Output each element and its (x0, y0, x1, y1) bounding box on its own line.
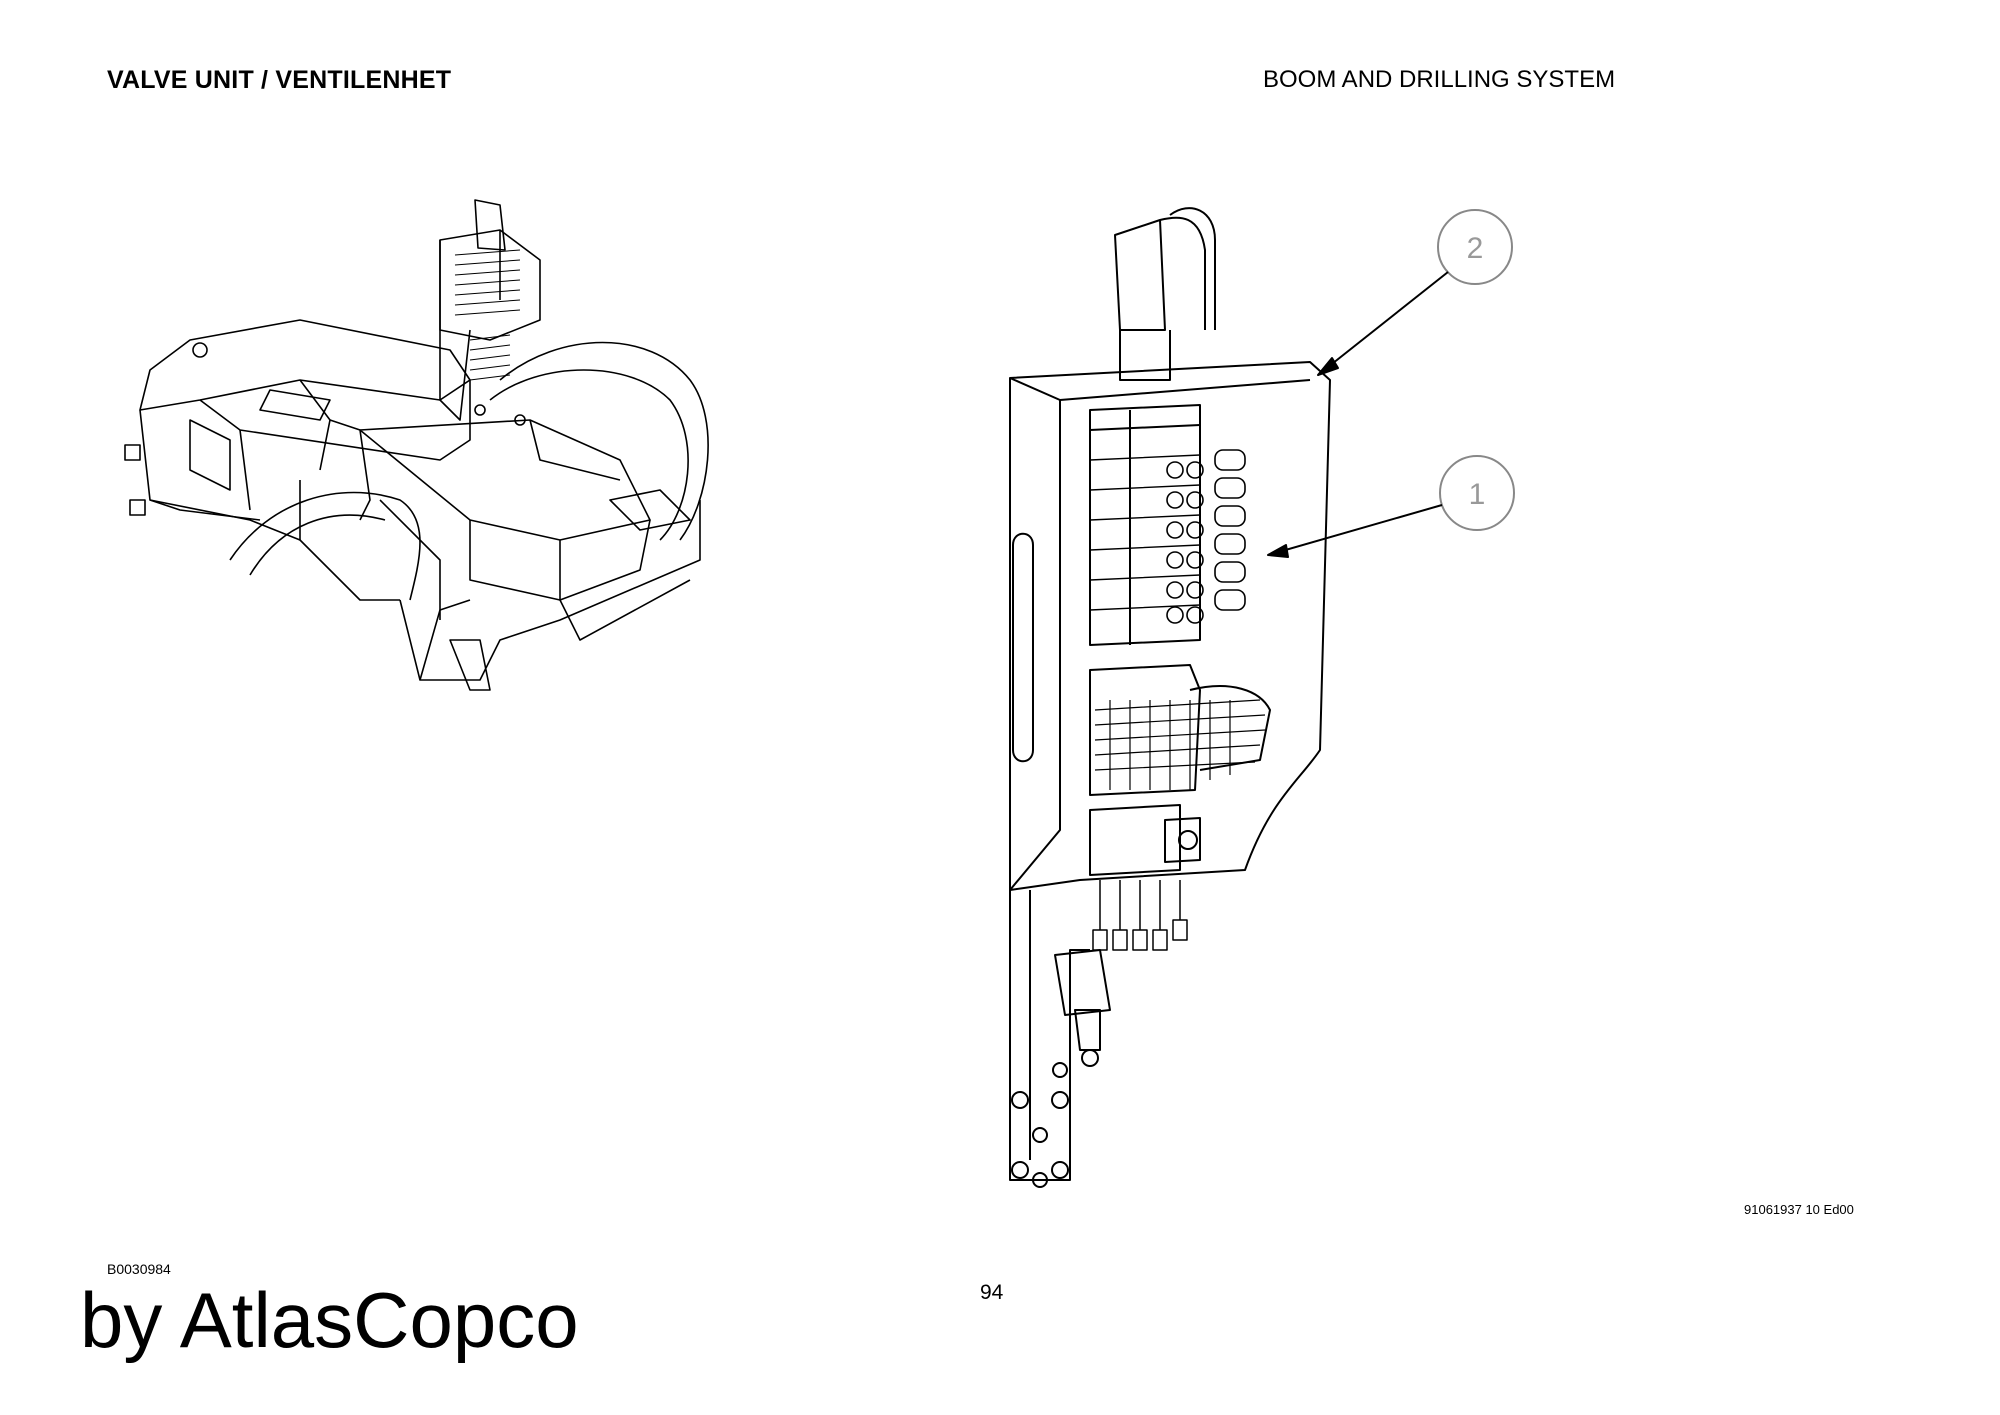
chapter-title: BOOM AND DRILLING SYSTEM (1263, 66, 1616, 93)
callout-1-label: 1 (1469, 478, 1486, 511)
page-number: 94 (980, 1281, 1004, 1304)
watermark-text: by AtlasCopco (80, 1276, 579, 1364)
callout-2-label: 2 (1467, 232, 1484, 265)
figure-code: B0030984 (107, 1261, 171, 1277)
drawing-number: 91061937 10 Ed00 (1744, 1202, 1854, 1217)
section-title: VALVE UNIT / VENTILENHET (107, 66, 452, 94)
